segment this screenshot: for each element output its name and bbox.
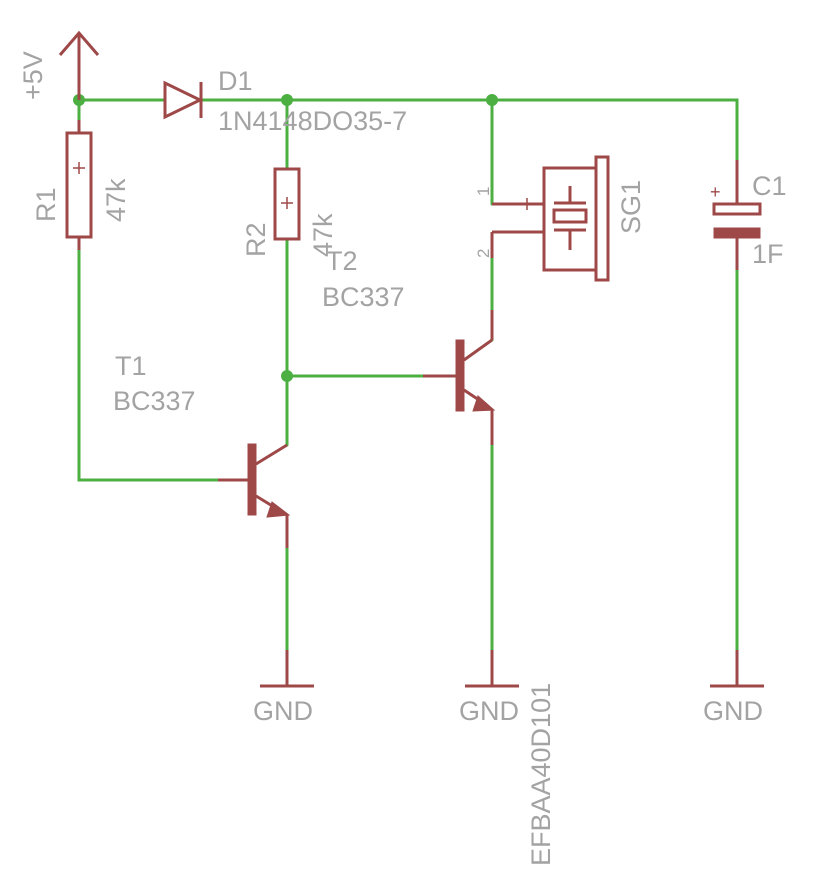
diode-d1-name: D1	[218, 66, 253, 96]
transistor-t2-collector	[463, 338, 493, 362]
diode-d1: D1 1N4148DO35-7	[163, 66, 407, 136]
transistor-t1-name: T1	[115, 351, 147, 381]
transistor-t1-emitter-arrow-icon	[266, 501, 291, 518]
diode-d1-triangle-icon	[163, 80, 204, 120]
capacitor-c1-value: 1F	[752, 239, 784, 269]
capacitor-c1-plate-positive	[712, 202, 762, 216]
transistor-t2-base-bar	[455, 339, 465, 412]
junctions	[73, 94, 498, 382]
transistor-t2-name: T2	[326, 246, 358, 276]
buzzer-sg1-name: SG1	[616, 180, 646, 234]
buzzer-sg1-pin2-label: 2	[474, 249, 493, 258]
junction-r2	[281, 94, 293, 106]
buzzer-sg1: 1 2 SG1 EFBAA40D101	[474, 155, 646, 866]
buzzer-sg1-flange	[594, 155, 610, 282]
ground-3-label: GND	[703, 696, 763, 726]
ground-1: GND	[253, 650, 314, 726]
capacitor-c1-polarity: +	[710, 182, 721, 202]
supply-symbol: +5V	[18, 30, 100, 100]
buzzer-sg1-crystal	[552, 208, 588, 224]
capacitor-c1: + C1 1F	[710, 160, 787, 270]
capacitor-c1-name: C1	[752, 171, 787, 201]
resistor-r2: R2 47k	[241, 167, 338, 257]
diode-d1-value: 1N4148DO35-7	[218, 106, 407, 136]
transistor-t1-collector	[255, 443, 288, 466]
buzzer-sg1-pin1-label: 1	[474, 187, 493, 196]
resistor-r2-name: R2	[241, 222, 271, 257]
transistor-t1: T1 BC337	[113, 351, 291, 548]
resistor-r2-value: 47k	[308, 213, 338, 257]
ground-2-label: GND	[459, 696, 519, 726]
wire-r1-to-t1-base	[77, 236, 220, 482]
wires	[77, 98, 739, 652]
transistor-t2: T2 BC337	[322, 246, 496, 445]
ground-1-label: GND	[253, 696, 313, 726]
resistor-r1-value: 47k	[101, 178, 131, 222]
capacitor-c1-plate-negative	[713, 227, 761, 239]
junction-t2-base	[281, 370, 293, 382]
resistor-r1: R1 47k	[31, 120, 131, 250]
transistor-t2-emitter-arrow-icon	[472, 395, 496, 412]
junction-sg1	[486, 94, 498, 106]
buzzer-sg1-value: EFBAA40D101	[526, 683, 556, 866]
resistor-r2-body	[273, 167, 301, 241]
supply-label: +5V	[18, 51, 48, 100]
transistor-t2-value: BC337	[322, 282, 405, 312]
ground-3: GND	[703, 650, 764, 726]
resistor-r1-body	[65, 131, 93, 239]
resistor-r1-name: R1	[31, 187, 61, 222]
transistor-t1-base-bar	[247, 443, 257, 516]
wire-top-rail-right	[201, 98, 739, 162]
transistor-t1-value: BC337	[113, 386, 196, 416]
buzzer-sg1-body	[542, 166, 598, 272]
ground-2: GND	[459, 650, 519, 726]
